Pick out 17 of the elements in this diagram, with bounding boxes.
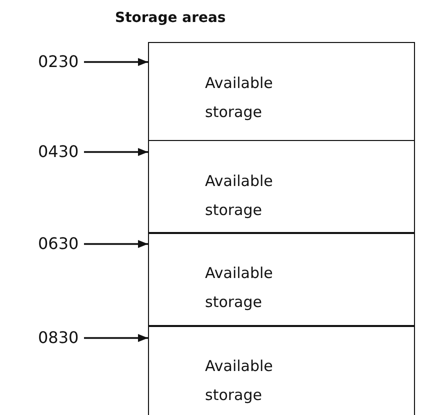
arrow (84, 58, 148, 66)
storage-area-box (148, 232, 415, 326)
arrow (84, 240, 148, 248)
address-label: 0630 (38, 234, 82, 254)
address-label: 0830 (38, 328, 82, 348)
address-label: 0230 (38, 52, 82, 72)
storage-area-box (148, 42, 415, 141)
area-label: Available storage (205, 263, 274, 313)
area-label: Available storage (205, 73, 274, 123)
area-label: Available storage (205, 356, 274, 406)
storage-area-box (148, 324, 415, 415)
area-label: Available storage (205, 170, 274, 220)
storage-area-box (148, 140, 415, 234)
title: Storage areas (115, 10, 226, 26)
arrow (84, 334, 148, 342)
arrow (84, 148, 148, 156)
address-label: 0430 (38, 142, 82, 162)
